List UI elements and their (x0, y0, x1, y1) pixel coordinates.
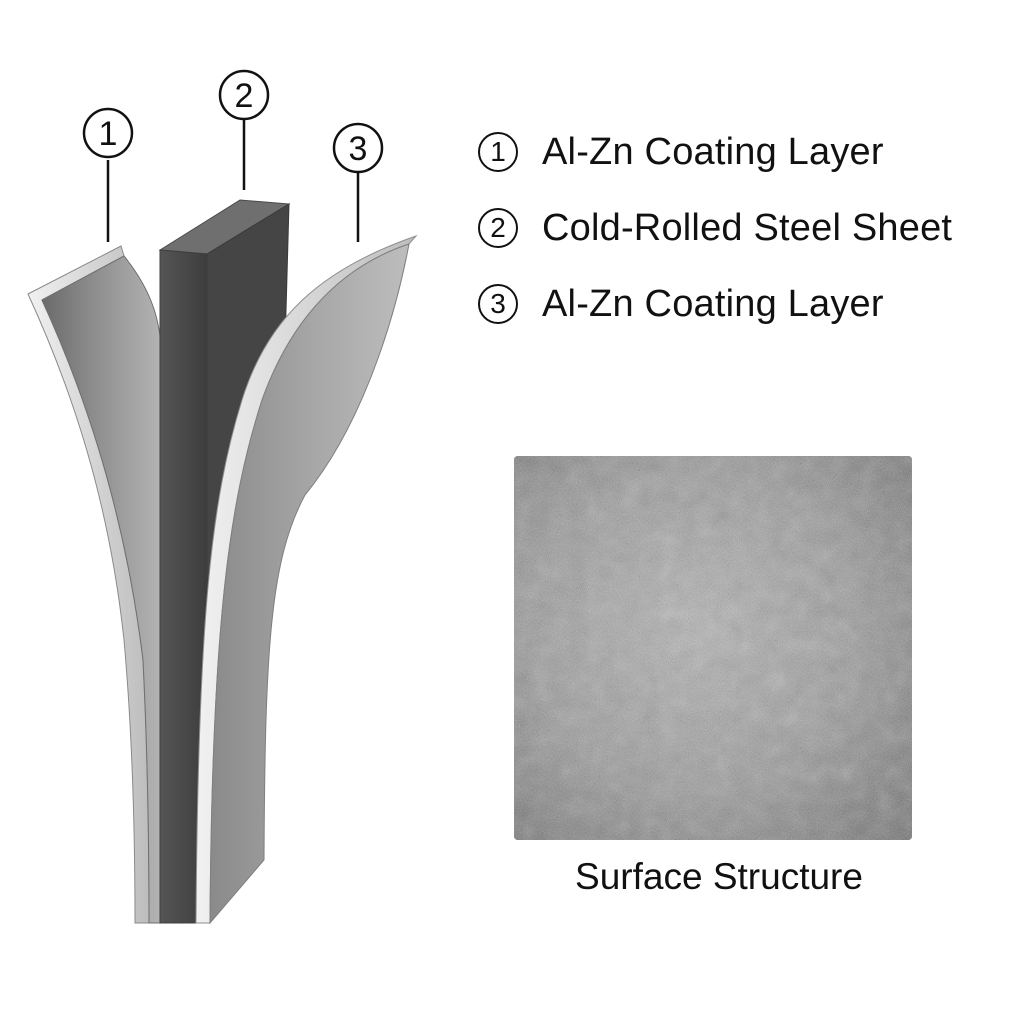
surface-structure-sample (514, 456, 912, 840)
legend-number-badge: 1 (478, 132, 518, 172)
legend-item-coating-3: 3 Al-Zn Coating Layer (478, 266, 1018, 342)
callout-3: 3 (332, 122, 384, 174)
surface-caption: Surface Structure (575, 856, 863, 897)
layer-legend: 1 Al-Zn Coating Layer 2 Cold-Rolled Stee… (478, 114, 1018, 342)
legend-label: Al-Zn Coating Layer (542, 283, 884, 325)
coating-layer-left (27, 245, 165, 924)
legend-number-badge: 2 (478, 208, 518, 248)
legend-label: Al-Zn Coating Layer (542, 131, 884, 173)
callout-1: 1 (82, 107, 134, 159)
coating-layer-right (195, 234, 418, 925)
callout-2-number: 2 (235, 77, 254, 115)
coating-layer-right-face (209, 243, 410, 925)
legend-number-badge: 3 (478, 284, 518, 324)
callout-1-number: 1 (99, 115, 118, 153)
surface-sheen (514, 456, 912, 840)
legend-item-steel-core: 2 Cold-Rolled Steel Sheet (478, 190, 1018, 266)
callout-2: 2 (218, 69, 270, 121)
surface-texture-image (514, 456, 912, 840)
callout-3-number: 3 (349, 130, 368, 168)
legend-label: Cold-Rolled Steel Sheet (542, 207, 953, 249)
surface-bump-overlay (514, 456, 912, 840)
legend-item-coating-1: 1 Al-Zn Coating Layer (478, 114, 1018, 190)
